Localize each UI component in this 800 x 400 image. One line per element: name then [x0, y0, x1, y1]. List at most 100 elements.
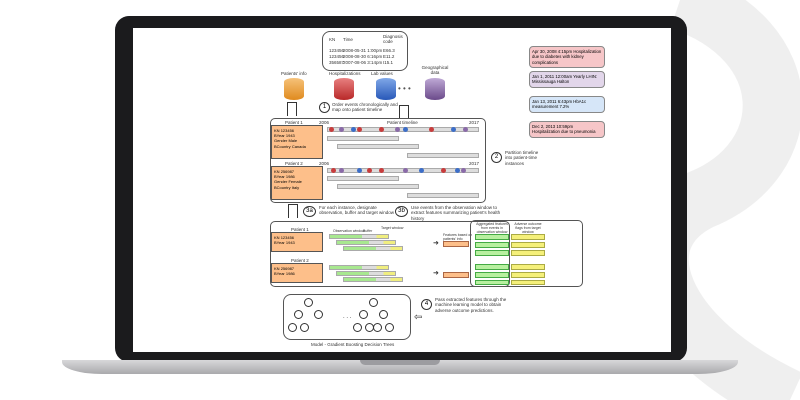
event-dot	[367, 168, 372, 173]
event-dot	[441, 168, 446, 173]
background-logo-watermark	[628, 0, 800, 400]
cell: 2008-05-31 1:00pm	[343, 48, 383, 53]
event-note: Dec 2, 2013 10:59pm Hospitalization due …	[529, 121, 605, 138]
cell: 356587	[329, 60, 345, 65]
down-arrow-icon	[287, 102, 297, 116]
event-dot	[379, 168, 384, 173]
event-dot	[463, 127, 468, 132]
feature-vector	[475, 234, 509, 240]
event-note: Jan 13, 2011 6:43pm HbA1c measurement 7.…	[529, 96, 605, 113]
window-bar	[343, 246, 403, 251]
step-3a-text: For each instance, designate observation…	[319, 205, 394, 216]
timeline-start: 2006	[319, 161, 330, 166]
outcome-vector	[511, 234, 545, 240]
event-dot	[403, 127, 408, 132]
outcome-vector	[511, 264, 545, 270]
event-dot	[351, 127, 356, 132]
database-icon	[376, 78, 396, 100]
outcome-vector	[511, 280, 545, 285]
step-3b-badge: 3b	[395, 206, 408, 217]
left-arrow-icon: ⇦	[414, 312, 423, 323]
window-label: Target window	[381, 226, 404, 230]
tree-node	[359, 310, 368, 319]
source-label: Hospitalizations	[329, 71, 361, 76]
adverse-label: Adverse outcome flags from target window	[514, 222, 542, 235]
tree-ellipsis: . . .	[343, 314, 352, 320]
aggregated-label: Aggregated features from events in obser…	[476, 222, 508, 235]
col-header: KN	[329, 37, 336, 42]
window-bar	[329, 234, 389, 239]
feature-vector	[475, 272, 509, 278]
source-label: Patients' info	[281, 71, 307, 76]
tree-node	[369, 298, 378, 307]
event-dot	[331, 168, 336, 173]
event-dot	[455, 168, 460, 173]
patient-field: BCountry Canada	[274, 143, 306, 149]
features-box	[470, 220, 583, 287]
down-arrow-icon	[288, 204, 298, 218]
feature-vector	[475, 280, 509, 285]
instance-bar	[407, 153, 479, 158]
cell: 2007-08-06 3:14pm	[343, 60, 383, 65]
window-bar	[336, 240, 396, 245]
tree-node	[353, 323, 362, 332]
instance-bar	[407, 193, 479, 198]
tree-node	[373, 323, 382, 332]
event-dot	[339, 127, 344, 132]
database-icon	[334, 78, 354, 100]
cell: 123456	[329, 48, 345, 53]
timeline-panel	[270, 118, 486, 203]
feature-vector	[443, 241, 469, 247]
database-icon	[425, 78, 445, 100]
window-label: Observation window	[333, 229, 365, 233]
patient-field: BYear 1986	[274, 174, 295, 180]
feature-vector	[443, 272, 469, 278]
feature-vector	[475, 250, 509, 256]
event-dot	[379, 127, 384, 132]
patient-name: Patient 1	[291, 227, 309, 232]
event-dot	[451, 127, 456, 132]
patient-name: Patient 2	[291, 258, 309, 263]
col-header: Time	[343, 37, 353, 42]
step-1-text: Order events chronologically and map ont…	[332, 102, 398, 113]
instance-bar	[337, 144, 419, 149]
tree-node	[314, 310, 323, 319]
model-caption: Model - Gradient Boosting Decision Trees	[311, 342, 395, 347]
cell: E66.3	[383, 48, 395, 53]
timeline-label: Patient timeline	[387, 120, 418, 125]
outcome-vector	[511, 250, 545, 256]
instance-bar	[327, 136, 399, 141]
step-2-badge: 2	[491, 152, 502, 163]
tree-node	[294, 310, 303, 319]
window-bar	[343, 277, 403, 282]
step-3b-text: Use events from the observation window t…	[411, 205, 501, 221]
source-label: Lab values	[371, 71, 393, 76]
patient-field: BYear 1943	[274, 240, 295, 246]
outcome-vector	[511, 242, 545, 248]
tree-node	[385, 323, 394, 332]
patient-field: KN 256987	[274, 266, 295, 271]
instance-bar	[337, 184, 419, 189]
event-dot	[357, 168, 362, 173]
event-dot	[403, 168, 408, 173]
event-note: Apr 30, 2008 4:15pm Hospitalization due …	[529, 46, 605, 69]
event-dot	[329, 127, 334, 132]
patient-field: KN 123456	[274, 235, 295, 240]
step-2-text: Partition timeline into patient-time ins…	[505, 150, 539, 166]
patient-field: BCountry Italy	[274, 184, 300, 190]
feature-panel	[270, 221, 510, 287]
col-header: Diagnosis code	[383, 34, 403, 45]
event-dot	[357, 127, 362, 132]
lower-section: 3a For each instance, designate observat…	[133, 28, 671, 352]
source-label: Geographical data	[421, 65, 449, 76]
instance-bar	[327, 176, 399, 181]
feature-vector	[475, 242, 509, 248]
cell: 123456	[329, 54, 345, 59]
window-label: Buffer	[363, 229, 373, 233]
patient-card: KN 123456 BYear 1943	[271, 232, 323, 252]
right-arrow-icon: ➜	[433, 270, 439, 277]
patient-field: BYear 1986	[274, 271, 295, 277]
timeline-start: 2006	[319, 120, 330, 125]
more-dots: • • •	[398, 84, 411, 93]
